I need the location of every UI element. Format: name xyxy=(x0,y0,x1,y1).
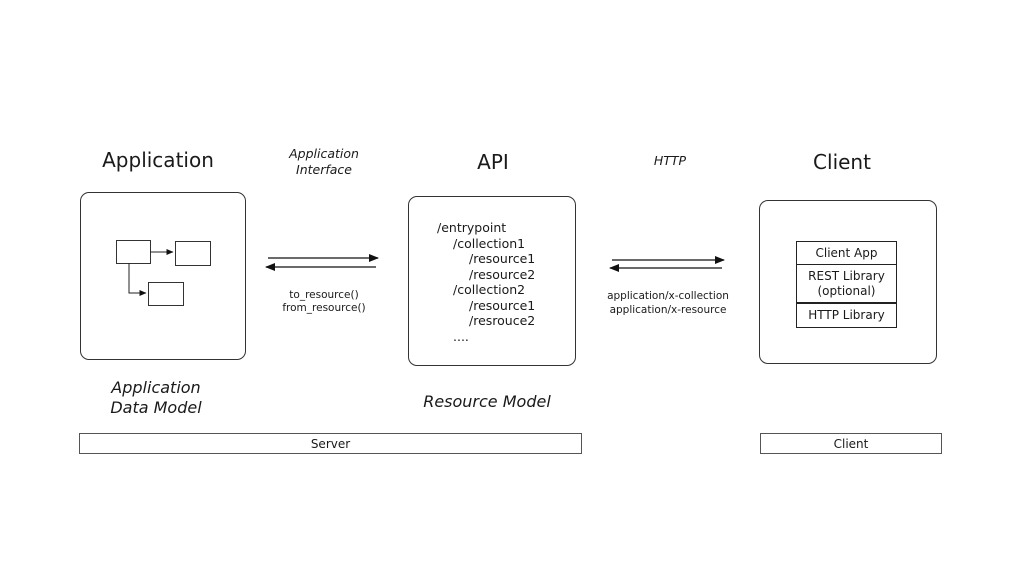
mini-entity-2 xyxy=(175,241,211,266)
rest-library-layer: REST Library (optional) xyxy=(797,265,896,304)
http-library-layer: HTTP Library xyxy=(808,308,885,322)
heading-client: Client xyxy=(813,150,871,174)
client-box: Client App REST Library (optional) HTTP … xyxy=(759,200,937,364)
application-interface-label: Application Interface xyxy=(289,146,359,177)
server-bar: Server xyxy=(79,433,582,454)
mini-entity-1 xyxy=(116,240,151,264)
http-label: HTTP xyxy=(653,153,687,168)
api-tree-line: /collection1 xyxy=(453,235,526,251)
application-box xyxy=(80,192,246,360)
resource-model-label: Resource Model xyxy=(423,392,551,411)
server-bar-label: Server xyxy=(310,436,351,451)
http-type-resource: application/x-resource xyxy=(609,304,727,316)
client-stack: Client App REST Library (optional) HTTP … xyxy=(796,241,897,328)
api-tree-line: /entrypoint xyxy=(437,220,507,235)
mini-entity-3 xyxy=(148,282,184,306)
app-method-to-resource: to_resource() xyxy=(289,289,359,301)
api-tree-line: .... xyxy=(453,328,469,344)
application-data-model-label: Application Data Model xyxy=(110,378,202,417)
api-tree-line: /resource1 xyxy=(469,297,536,313)
client-bar-label: Client xyxy=(833,436,869,451)
app-method-from-resource: from_resource() xyxy=(282,302,366,314)
api-tree-line: /resource2 xyxy=(469,266,536,282)
api-box: /entrypoint/collection1/resource1/resour… xyxy=(408,196,576,366)
client-bar: Client xyxy=(760,433,942,454)
heading-application: Application xyxy=(102,148,214,172)
api-tree-line: /resource1 xyxy=(469,251,536,266)
http-type-collection: application/x-collection xyxy=(607,290,729,302)
api-tree-line: /resrouce2 xyxy=(469,313,536,328)
api-resource-tree: /entrypoint/collection1/resource1/resour… xyxy=(437,220,535,344)
client-app-layer: Client App xyxy=(797,242,896,265)
api-tree-line: /collection2 xyxy=(453,282,526,297)
heading-api: API xyxy=(477,150,509,174)
